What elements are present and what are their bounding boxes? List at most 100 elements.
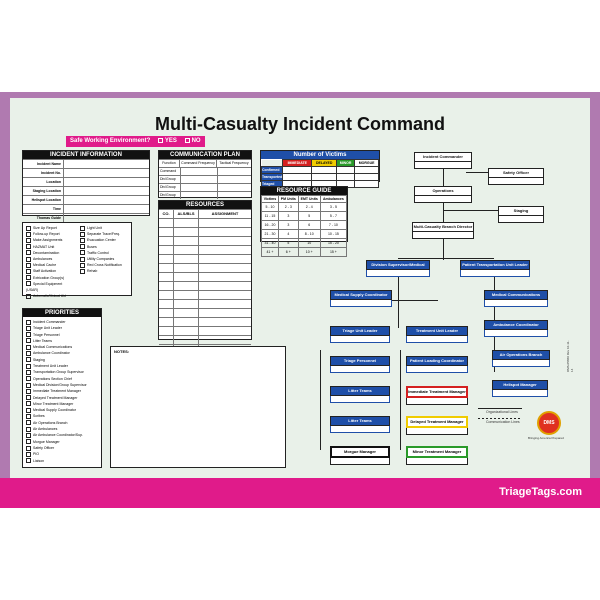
resource-als-input[interactable] <box>174 273 199 281</box>
priority-item[interactable]: Immediate Treatment Manager <box>26 388 98 394</box>
footer-url[interactable]: TriageTags.com <box>499 486 582 498</box>
air-operations-box[interactable]: Air Operations Branch <box>492 350 550 367</box>
victims-count-input[interactable] <box>354 180 379 188</box>
helispot-manager-box[interactable]: Helispot Manager <box>492 380 548 397</box>
resource-als-input[interactable] <box>174 219 199 227</box>
resource-assignment-input[interactable] <box>199 282 251 290</box>
priority-item[interactable]: PIO <box>26 451 98 457</box>
resource-als-input[interactable] <box>174 282 199 290</box>
resource-als-input[interactable] <box>174 264 199 272</box>
resource-co-input[interactable] <box>159 318 174 326</box>
resource-assignment-input[interactable] <box>199 255 251 263</box>
resource-co-input[interactable] <box>159 255 174 263</box>
resource-assignment-input[interactable] <box>199 327 251 335</box>
priority-item[interactable]: Medical Supply Coordinator <box>26 407 98 413</box>
resource-assignment-input[interactable] <box>199 246 251 254</box>
checklist-item[interactable]: Traffic Control <box>80 250 128 256</box>
resource-assignment-input[interactable] <box>199 318 251 326</box>
priority-item[interactable]: Air Operations Branch <box>26 420 98 426</box>
immediate-treatment-box[interactable]: Immediate Treatment Manager <box>406 386 468 405</box>
incident-commander-box[interactable]: Incident Commander <box>414 152 472 169</box>
morgue-manager-box[interactable]: Morgue Manager <box>330 446 390 465</box>
litter-teams-box-2[interactable]: Litter Teams <box>330 416 390 433</box>
triage-unit-leader-box[interactable]: Triage Unit Leader <box>330 326 390 343</box>
resource-assignment-input[interactable] <box>199 273 251 281</box>
comm-tactical-freq-input[interactable] <box>218 168 251 175</box>
comm-tactical-freq-input[interactable] <box>218 176 251 183</box>
resource-als-input[interactable] <box>174 246 199 254</box>
resource-als-input[interactable] <box>174 237 199 245</box>
comm-command-freq-input[interactable] <box>181 192 218 199</box>
resource-co-input[interactable] <box>159 219 174 227</box>
resource-assignment-input[interactable] <box>199 300 251 308</box>
minor-treatment-box[interactable]: Minor Treatment Manager <box>406 446 468 465</box>
treatment-unit-leader-box[interactable]: Treatment Unit Leader <box>406 326 468 343</box>
priority-item[interactable]: Air Ambulances <box>26 426 98 432</box>
resource-co-input[interactable] <box>159 228 174 236</box>
checklist-item[interactable]: Size Up Report <box>26 225 74 231</box>
victims-count-input[interactable] <box>354 166 379 174</box>
priority-item[interactable]: Treatment Unit Leader <box>26 363 98 369</box>
priority-item[interactable]: Medical Communications <box>26 344 98 350</box>
resource-assignment-input[interactable] <box>199 219 251 227</box>
incident-field-input[interactable] <box>64 178 149 186</box>
priority-item[interactable]: Ambulance Coordinator <box>26 350 98 356</box>
priority-item[interactable]: Medical Division/Group Supervisor <box>26 382 98 388</box>
resource-assignment-input[interactable] <box>199 237 251 245</box>
checklist-item[interactable]: Medical Cache <box>26 262 74 268</box>
resource-co-input[interactable] <box>159 237 174 245</box>
victims-count-input[interactable] <box>311 173 338 181</box>
resource-co-input[interactable] <box>159 264 174 272</box>
patient-loading-box[interactable]: Patient Loading Coordinator <box>406 356 468 373</box>
priority-item[interactable]: Scribes <box>26 413 98 419</box>
division-supervisor-box[interactable]: Division Supervisor/Medical Group <box>366 260 430 277</box>
priority-item[interactable]: Air Ambulance Coordinator/Sup. <box>26 432 98 438</box>
checklist-item[interactable]: Staff Activation <box>26 268 74 274</box>
resource-assignment-input[interactable] <box>199 264 251 272</box>
safety-officer-box[interactable]: Safety Officer <box>488 168 544 185</box>
checklist-item[interactable]: Red Cross Notification <box>80 262 128 268</box>
resource-co-input[interactable] <box>159 300 174 308</box>
medical-communications-box[interactable]: Medical Communications Coordinator <box>484 290 548 307</box>
notes-panel[interactable]: NOTES: <box>110 346 286 468</box>
priority-item[interactable]: Liaison <box>26 458 98 464</box>
medical-supply-box[interactable]: Medical Supply Coordinator <box>330 290 392 307</box>
safe-yes-option[interactable]: YES <box>157 137 177 144</box>
priority-item[interactable]: Delayed Treatment Manager <box>26 395 98 401</box>
resource-als-input[interactable] <box>174 336 199 344</box>
comm-tactical-freq-input[interactable] <box>218 184 251 191</box>
resource-als-input[interactable] <box>174 228 199 236</box>
resource-als-input[interactable] <box>174 300 199 308</box>
victims-count-input[interactable] <box>336 173 356 181</box>
resource-co-input[interactable] <box>159 291 174 299</box>
checklist-item[interactable]: Special Equipment (USAR) <box>26 281 74 293</box>
resource-als-input[interactable] <box>174 255 199 263</box>
comm-tactical-freq-input[interactable] <box>218 192 251 199</box>
resource-co-input[interactable] <box>159 282 174 290</box>
checklist-item[interactable]: Automatic/Mutual Aid <box>26 293 74 299</box>
priority-item[interactable]: Staging <box>26 357 98 363</box>
checklist-item[interactable]: Utility Companies <box>80 256 128 262</box>
victims-count-input[interactable] <box>354 173 379 181</box>
resource-assignment-input[interactable] <box>199 336 251 344</box>
incident-field-input[interactable] <box>64 205 149 213</box>
checklist-item[interactable]: Decontamination <box>26 250 74 256</box>
victims-count-input[interactable] <box>282 173 313 181</box>
resource-co-input[interactable] <box>159 273 174 281</box>
checklist-item[interactable]: Make Assignments <box>26 237 74 243</box>
checklist-item[interactable]: Follow-up Report <box>26 231 74 237</box>
incident-field-input[interactable] <box>64 187 149 195</box>
priority-item[interactable]: Operations Section Chief <box>26 376 98 382</box>
priority-item[interactable]: Litter Teams <box>26 338 98 344</box>
resource-co-input[interactable] <box>159 246 174 254</box>
resource-co-input[interactable] <box>159 327 174 335</box>
resource-assignment-input[interactable] <box>199 228 251 236</box>
checklist-item[interactable]: Rehab <box>80 268 128 274</box>
transport-leader-box[interactable]: Patient Transportation Unit Leader <box>460 260 530 277</box>
priority-item[interactable]: Safety Officer <box>26 445 98 451</box>
comm-command-freq-input[interactable] <box>181 176 218 183</box>
incident-field-input[interactable] <box>64 160 149 168</box>
checklist-item[interactable]: Buses <box>80 244 128 250</box>
checklist-item[interactable]: Separate Trace/Freq. <box>80 231 128 237</box>
resource-als-input[interactable] <box>174 309 199 317</box>
